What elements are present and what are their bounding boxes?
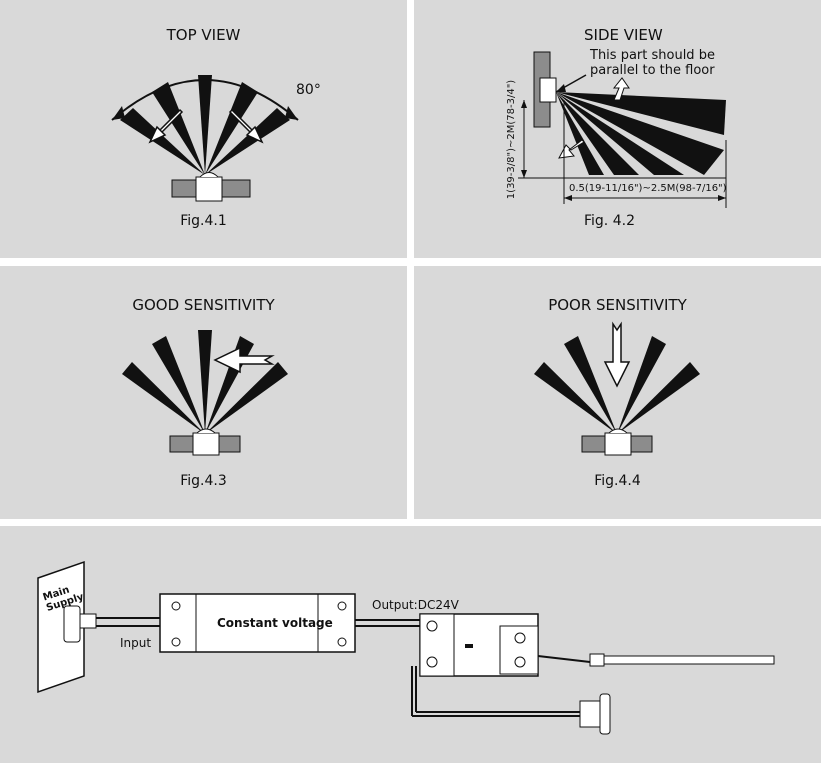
top-view-panel: TOP VIEW 80° Fig.4.1: [0, 0, 407, 258]
wiring-panel: Main Supply Input Constant voltage Outpu…: [0, 526, 821, 763]
good-sensitivity-panel: GOOD SENSITIVITY Fig.4.3: [0, 266, 407, 519]
poor-sensitivity-diagram: [534, 321, 700, 456]
wiring-diagram: [37, 560, 775, 735]
side-view-height-label: 1(39-3/8")~2M(78-3/4"): [506, 79, 518, 200]
side-view-distance-label: 0.5(19-11/16")~2.5M(98-7/16"): [569, 183, 727, 194]
top-view-angle-label: 80°: [296, 82, 321, 98]
poor-sensitivity-panel: POOR SENSITIVITY Fig.4.4: [414, 266, 821, 519]
top-view-diagram: [111, 75, 299, 202]
side-view-title: SIDE VIEW: [584, 26, 663, 44]
constant-voltage-label: Constant voltage: [217, 616, 333, 630]
fig-4-3-caption: Fig.4.3: [180, 473, 227, 489]
poor-sensitivity-title: POOR SENSITIVITY: [548, 296, 687, 314]
side-view-panel: SIDE VIEW This part should be parallel t…: [414, 0, 821, 258]
side-view-note-line2: parallel to the floor: [590, 63, 715, 78]
output-label: Output:DC24V: [372, 598, 459, 612]
fig-4-2-caption: Fig. 4.2: [584, 213, 635, 229]
top-view-title: TOP VIEW: [166, 26, 241, 44]
side-view-note-line1: This part should be: [590, 48, 715, 63]
fig-4-1-caption: Fig.4.1: [180, 213, 227, 229]
fig-4-4-caption: Fig.4.4: [594, 473, 641, 489]
side-view-diagram: [518, 51, 727, 208]
good-sensitivity-diagram: [122, 330, 288, 456]
good-sensitivity-title: GOOD SENSITIVITY: [132, 296, 275, 314]
input-label: Input: [120, 636, 152, 650]
